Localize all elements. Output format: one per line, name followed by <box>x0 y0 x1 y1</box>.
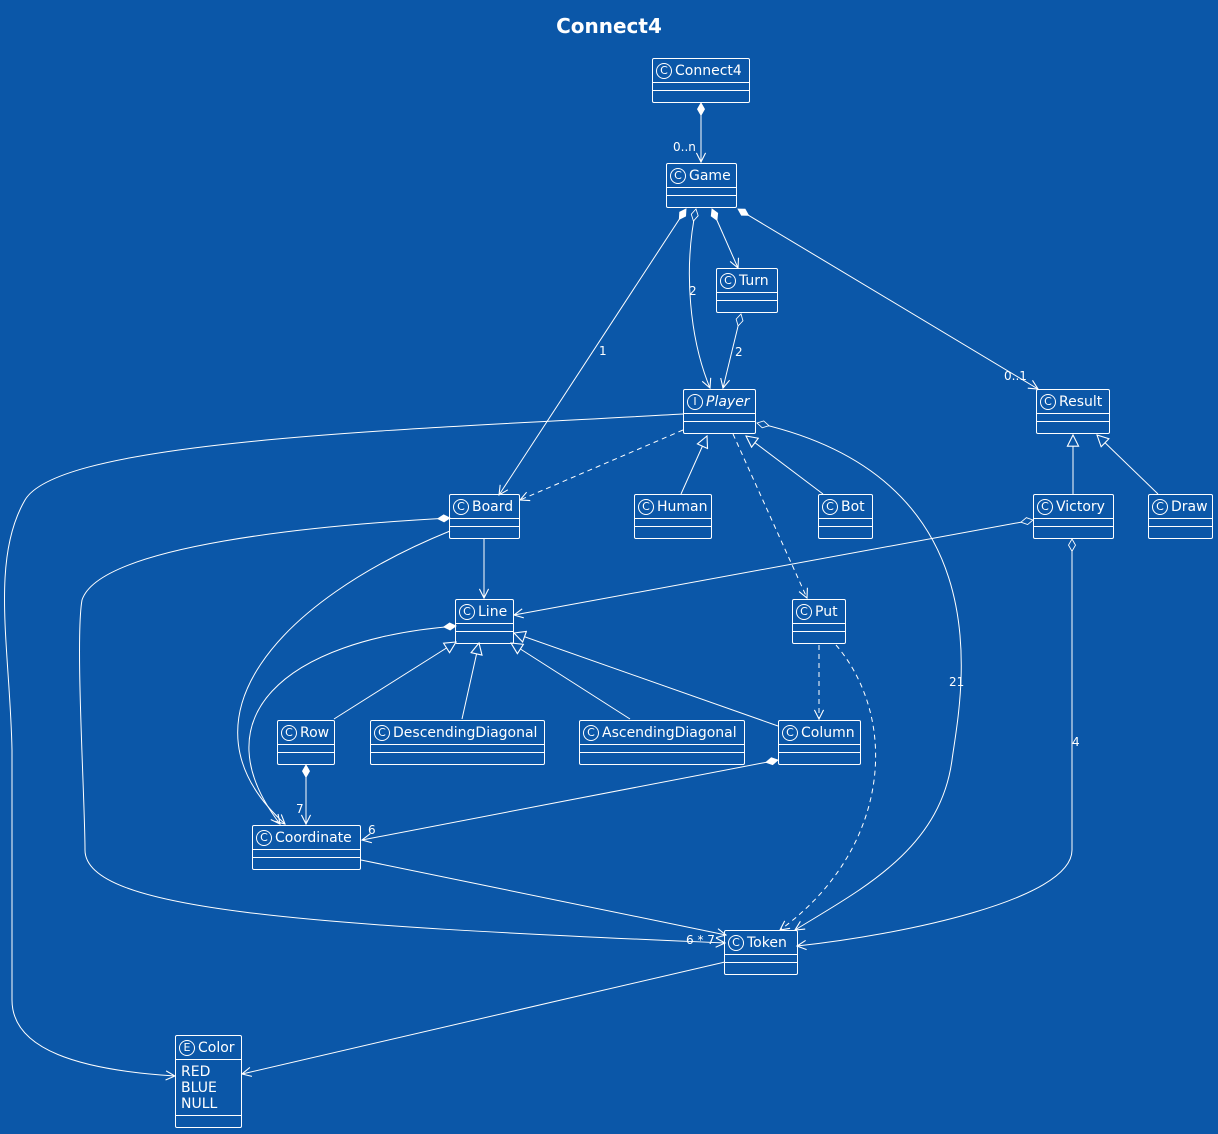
mult-victory-token: 4 <box>1072 735 1080 749</box>
class-icon: C <box>638 498 654 515</box>
edge-game-turn <box>712 209 738 268</box>
edge-game-player <box>688 209 710 388</box>
class-icon: C <box>459 603 475 620</box>
class-name: Put <box>815 603 838 620</box>
class-name: Human <box>657 498 708 515</box>
edge-token-color <box>242 961 726 1074</box>
edge-line-coordinate <box>248 626 456 824</box>
edge-game-board <box>499 209 686 495</box>
class-icon: C <box>728 934 744 951</box>
mult-board-token: 6 * 7 <box>686 933 715 947</box>
class-icon: C <box>782 724 798 741</box>
edge-game-result <box>738 209 1038 389</box>
class-icon: C <box>670 167 686 184</box>
class-name: AscendingDiagonal <box>602 724 737 741</box>
edge-coordinate-token <box>360 859 726 935</box>
edge-victory-token <box>797 539 1072 946</box>
class-icon: C <box>822 498 838 515</box>
class-icon: C <box>1152 498 1168 515</box>
enum-icon: E <box>179 1039 195 1056</box>
class-icon: C <box>720 272 736 289</box>
mult-column-coordinate: 6 <box>368 823 376 837</box>
diagram-title: Connect4 <box>556 14 662 38</box>
edge-put-token <box>780 644 877 930</box>
mult-row-coordinate: 7 <box>296 802 304 816</box>
enum-value-null: NULL <box>181 1096 218 1112</box>
class-name: Board <box>472 498 514 515</box>
edge-player-color <box>4 413 684 1076</box>
class-icon: C <box>656 62 672 79</box>
enum-value-red: RED <box>181 1064 211 1080</box>
class-icon: C <box>796 603 812 620</box>
mult-connect4-game: 0..n <box>673 140 696 154</box>
class-name: Game <box>689 167 731 184</box>
class-name: Token <box>747 934 787 951</box>
edge-turn-player <box>723 314 741 388</box>
class-name: Line <box>478 603 508 620</box>
class-icon: C <box>583 724 599 741</box>
mult-game-player: 2 <box>689 284 697 298</box>
class-icon: C <box>1040 393 1056 410</box>
class-name: Column <box>801 724 855 741</box>
class-icon: C <box>453 498 469 515</box>
edge-player-board <box>520 429 684 500</box>
class-name: DescendingDiagonal <box>393 724 538 741</box>
edge-row-line <box>333 642 456 720</box>
class-name: Color <box>198 1039 235 1056</box>
class-name: Draw <box>1171 498 1208 515</box>
mult-turn-player: 2 <box>735 345 743 359</box>
class-name: Bot <box>841 498 865 515</box>
class-icon: C <box>256 829 272 846</box>
edge-board-coordinate <box>237 530 451 824</box>
class-icon: C <box>281 724 297 741</box>
enum-values: RED BLUE NULL <box>176 1060 241 1116</box>
edge-descdiag-line <box>461 643 479 720</box>
class-name: Result <box>1059 393 1103 410</box>
edge-bot-player <box>746 436 824 495</box>
edge-column-line <box>514 633 779 727</box>
interface-icon: I <box>687 393 703 410</box>
edge-ascdiag-line <box>511 643 631 720</box>
class-name: Victory <box>1056 498 1105 515</box>
enum-value-blue: BLUE <box>181 1080 217 1096</box>
class-name: Connect4 <box>675 62 742 79</box>
mult-player-token: 21 <box>949 675 965 689</box>
edge-player-put <box>732 433 807 598</box>
class-icon: C <box>1037 498 1053 515</box>
edge-column-coordinate <box>362 760 778 840</box>
mult-game-board: 1 <box>599 344 607 358</box>
edge-board-token <box>79 518 725 943</box>
class-name: Row <box>300 724 330 741</box>
class-name: Coordinate <box>275 829 352 846</box>
edge-human-player <box>680 436 707 495</box>
edge-draw-result <box>1097 435 1159 495</box>
class-icon: C <box>374 724 390 741</box>
class-name: Player <box>706 393 750 410</box>
class-name: Turn <box>739 272 769 289</box>
mult-game-result: 0..1 <box>1004 369 1027 383</box>
